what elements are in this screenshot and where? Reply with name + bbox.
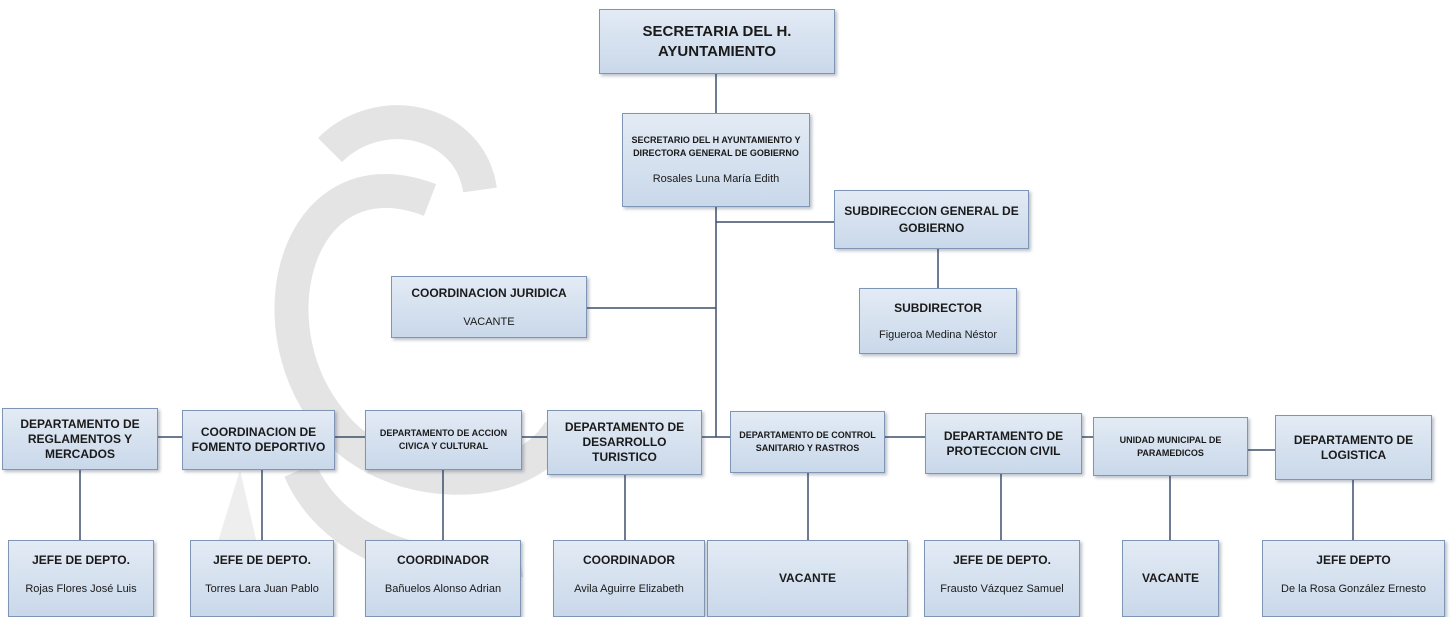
head-person: Avila Aguirre Elizabeth — [574, 583, 684, 595]
secretario-node: SECRETARIO DEL H AYUNTAMIENTO Y DIRECTOR… — [622, 113, 810, 207]
head-person: Frausto Vázquez Samuel — [940, 583, 1064, 595]
department-node: UNIDAD MUNICIPAL DE PARAMEDICOS — [1093, 417, 1248, 476]
department-node: DEPARTAMENTO DE CONTROL SANITARIO Y RAST… — [730, 411, 885, 473]
head-node: VACANTE — [1122, 540, 1219, 617]
department-title: UNIDAD MUNICIPAL DE PARAMEDICOS — [1119, 434, 1222, 458]
coordinacion-juridica-node: COORDINACION JURIDICA VACANTE — [391, 276, 587, 338]
head-title: COORDINADOR — [583, 553, 675, 567]
head-title: JEFE DEPTO — [1316, 553, 1391, 567]
secretaria-title: SECRETARIA DEL H. AYUNTAMIENTO — [642, 22, 792, 60]
department-title: DEPARTAMENTO DE ACCION CIVICA Y CULTURAL — [379, 428, 508, 451]
head-title: COORDINADOR — [397, 553, 489, 567]
head-node: COORDINADOR Bañuelos Alonso Adrian — [365, 540, 521, 617]
secretario-person: Rosales Luna María Edith — [652, 173, 780, 185]
department-node: DEPARTAMENTO DE REGLAMENTOS Y MERCADOS — [2, 408, 158, 470]
head-node: JEFE DE DEPTO. Torres Lara Juan Pablo — [190, 540, 334, 617]
department-node: DEPARTAMENTO DE ACCION CIVICA Y CULTURAL — [365, 410, 522, 470]
head-node: JEFE DE DEPTO. Rojas Flores José Luis — [8, 540, 154, 617]
coordinacion-juridica-person: VACANTE — [463, 315, 515, 328]
department-title: DEPARTAMENTO DE REGLAMENTOS Y MERCADOS — [20, 416, 140, 461]
department-title: DEPARTAMENTO DE PROTECCION CIVIL — [943, 428, 1064, 458]
department-title: DEPARTAMENTO DE CONTROL SANITARIO Y RAST… — [739, 430, 876, 453]
subdirector-title: SUBDIRECTOR — [894, 300, 982, 315]
secretaria-node: SECRETARIA DEL H. AYUNTAMIENTO — [599, 9, 835, 74]
head-node: COORDINADOR Avila Aguirre Elizabeth — [553, 540, 705, 617]
head-title: VACANTE — [1141, 571, 1200, 585]
head-title: JEFE DE DEPTO. — [953, 553, 1051, 567]
head-title: VACANTE — [778, 571, 837, 585]
department-title: DEPARTAMENTO DE LOGISTICA — [1293, 432, 1414, 462]
head-person: Bañuelos Alonso Adrian — [384, 583, 502, 595]
subdireccion-title: SUBDIRECCION GENERAL DE GOBIERNO — [844, 203, 1019, 235]
head-person: De la Rosa González Ernesto — [1281, 583, 1426, 595]
secretario-title: SECRETARIO DEL H AYUNTAMIENTO Y DIRECTOR… — [631, 135, 801, 158]
department-title: COORDINACION DE FOMENTO DEPORTIVO — [191, 425, 326, 454]
department-node: DEPARTAMENTO DE DESARROLLO TURISTICO — [547, 410, 702, 475]
department-node: DEPARTAMENTO DE LOGISTICA — [1275, 415, 1432, 480]
subdirector-node: SUBDIRECTOR Figueroa Medina Néstor — [859, 288, 1017, 354]
head-person: Rojas Flores José Luis — [25, 583, 137, 595]
head-person: Torres Lara Juan Pablo — [205, 583, 319, 595]
coordinacion-juridica-title: COORDINACION JURIDICA — [411, 285, 567, 300]
head-node: JEFE DEPTO De la Rosa González Ernesto — [1262, 540, 1445, 617]
subdireccion-node: SUBDIRECCION GENERAL DE GOBIERNO — [834, 190, 1029, 249]
department-node: DEPARTAMENTO DE PROTECCION CIVIL — [925, 413, 1082, 474]
department-node: COORDINACION DE FOMENTO DEPORTIVO — [182, 410, 335, 470]
subdirector-person: Figueroa Medina Néstor — [878, 328, 997, 341]
department-title: DEPARTAMENTO DE DESARROLLO TURISTICO — [564, 420, 685, 464]
head-title: JEFE DE DEPTO. — [213, 553, 311, 567]
head-title: JEFE DE DEPTO. — [32, 553, 130, 567]
head-node: VACANTE — [707, 540, 908, 617]
head-node: JEFE DE DEPTO. Frausto Vázquez Samuel — [924, 540, 1080, 617]
